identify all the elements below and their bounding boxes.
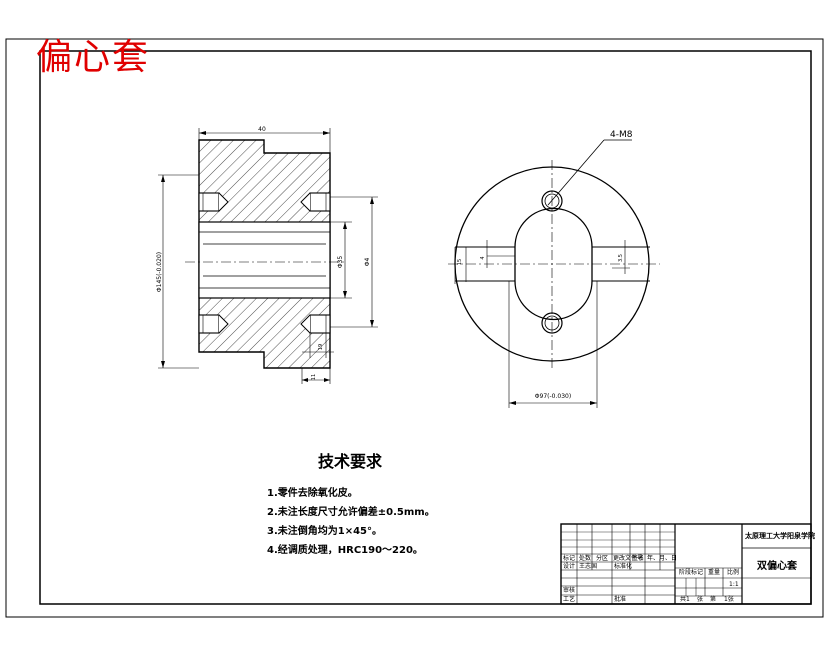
section-bore [198, 221, 331, 299]
tb-header-count: 处数 [579, 555, 592, 562]
tb-sheet-num: 1张 [724, 596, 734, 603]
section-view: 40 Φ145(-0.020) Φ35 Φ4 19 11 [156, 126, 378, 384]
tb-standardization: 标准化 [614, 563, 633, 570]
dim-right-base: Φ97(-0.030) [535, 393, 571, 400]
tb-stage-mark: 阶段标记 [679, 569, 704, 576]
tech-item-4: 4.经调质处理，HRC190～220。 [267, 545, 423, 556]
tb-sheets-unit: 张 [697, 596, 704, 603]
tb-designer: 王志国 [579, 563, 598, 570]
thread-callout: 4-M8 [610, 130, 633, 140]
tb-design-label: 设计 [563, 563, 576, 570]
tb-header-date: 年、月、日 [647, 555, 678, 562]
dim-dia-center: Φ4 [364, 258, 371, 267]
inner-frame [39, 50, 812, 605]
dim-right-small-b: 4 [480, 256, 486, 259]
tb-ratio: 比例 [727, 569, 740, 576]
tb-process: 工艺 [563, 596, 576, 603]
tech-requirements-title: 技术要求 [318, 452, 383, 471]
dim-step: 19 [318, 344, 324, 350]
tb-header-mark: 标记 [563, 555, 576, 562]
dim-right-small-a: 15 [457, 259, 463, 265]
end-view: 4-M8 Φ97(-0.030) 15 4 3.5 [448, 130, 660, 408]
tb-approve: 批准 [614, 596, 627, 603]
end-hole-bottom [541, 312, 563, 334]
dim-bottom-offset: 11 [311, 374, 317, 380]
title-block-grid [560, 523, 812, 605]
tb-header-zone: 分区 [596, 555, 609, 562]
tb-header-change-doc: 更改文件号 [613, 555, 644, 562]
tb-weight: 重量 [708, 569, 721, 576]
dim-dia-bore: Φ35 [337, 256, 344, 269]
drawing-title-red: 偏心套 [36, 37, 151, 78]
tech-item-2: 2.未注长度尺寸允许偏差±0.5mm。 [267, 507, 435, 518]
tb-sheet-of: 第 [710, 596, 717, 603]
title-block-school: 太原理工大学阳泉学院 [745, 532, 815, 540]
dim-width-top: 40 [258, 126, 266, 133]
tb-sheets-total: 共1 [680, 596, 690, 603]
tb-scale: 1:1 [729, 581, 739, 588]
outer-frame [5, 38, 824, 618]
dim-dia-left: Φ145(-0.020) [156, 252, 163, 292]
tech-item-3: 3.未注倒角均为1×45°。 [267, 526, 383, 537]
tb-review: 审核 [563, 587, 576, 594]
tech-item-1: 1.零件去除氧化皮。 [267, 488, 358, 499]
dim-right-small-c: 3.5 [618, 254, 624, 262]
end-hole-top [541, 190, 563, 212]
title-block-part-name: 双偏心套 [757, 561, 797, 572]
tb-header-sign: 签名 [632, 555, 645, 562]
